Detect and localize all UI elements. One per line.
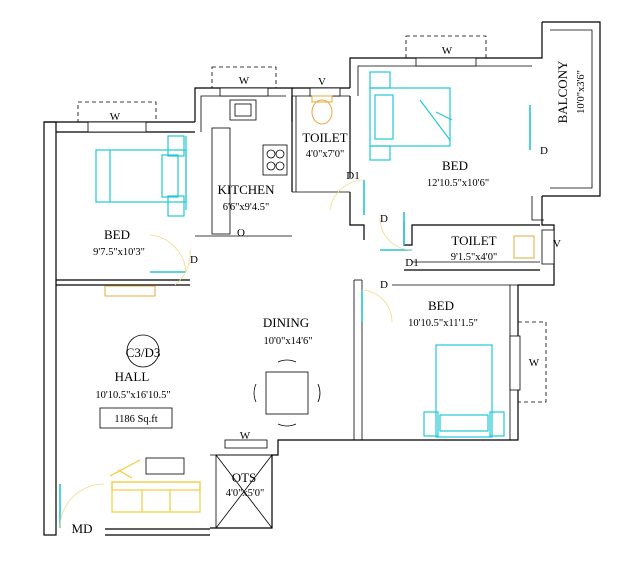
window-tag: W xyxy=(442,45,453,57)
kitchen-dim: 6'6"x9'4.5" xyxy=(223,202,269,213)
door-tag: D xyxy=(540,145,548,157)
balcony-dim: 10'0"x3'6" xyxy=(576,70,587,114)
bed-top-dim: 12'10.5"x10'6" xyxy=(427,178,489,189)
unit-label: C3/D3 xyxy=(126,345,161,360)
room-labels: BED 9'7.5"x10'3" KITCHEN 6'6"x9'4.5" TOI… xyxy=(72,60,587,536)
bed-top-name: BED xyxy=(442,158,468,173)
bed-right-dim: 10'10.5"x11'1.5" xyxy=(408,318,478,329)
ots-dim: 4'0"x5'0" xyxy=(226,488,265,499)
window-tag: W xyxy=(529,357,540,369)
toilet-top-dim: 4'0"x7'0" xyxy=(306,149,345,160)
bed-left-dim: 9'7.5"x10'3" xyxy=(93,247,145,258)
bed-left-name: BED xyxy=(104,227,130,242)
door-d1-tag: D1 xyxy=(346,170,359,182)
door-tag: D xyxy=(190,254,198,266)
opening-tags: W W W W W V V D D D D D1 D1 O xyxy=(110,45,561,442)
toilet-right-dim: 9'1.5"x4'0" xyxy=(451,252,497,263)
dining-name: DINING xyxy=(263,315,309,330)
window-tag: W xyxy=(239,75,250,87)
balcony-name: BALCONY xyxy=(555,60,570,123)
area-box xyxy=(99,407,173,429)
bed-left-furniture xyxy=(95,135,187,217)
dining-table xyxy=(253,359,321,427)
interior-walls xyxy=(56,96,540,529)
window-tag: W xyxy=(240,430,251,442)
door-d1-tag: D1 xyxy=(405,257,418,269)
dining-dim: 10'0"x14'6" xyxy=(263,336,312,347)
outer-walls xyxy=(43,21,601,536)
bed-right-name: BED xyxy=(428,298,454,313)
bed-right-furniture xyxy=(423,344,505,438)
door-tag: D xyxy=(380,213,388,225)
toilet-fixtures xyxy=(311,95,535,259)
window-tag: W xyxy=(110,111,121,123)
kitchen-opening-tag: O xyxy=(237,227,245,239)
windows xyxy=(77,35,555,449)
area-label: 1186 Sq.ft xyxy=(114,414,157,425)
main-door-label: MD xyxy=(72,521,93,536)
bed-top-furniture xyxy=(369,71,453,161)
doors xyxy=(59,105,531,529)
toilet-top-name: TOILET xyxy=(302,130,347,145)
ventilator-tag: V xyxy=(553,238,561,250)
door-tag: D xyxy=(380,279,388,291)
hall-dim: 10'10.5"x16'10.5" xyxy=(95,390,170,401)
toilet-right-name: TOILET xyxy=(451,233,496,248)
kitchen-name: KITCHEN xyxy=(217,182,275,197)
hall-furniture xyxy=(104,285,201,513)
ots-name: OTS xyxy=(232,470,257,485)
kitchen-fixtures xyxy=(211,99,288,235)
ventilator-tag: V xyxy=(318,76,326,88)
hall-name: HALL xyxy=(115,369,150,384)
